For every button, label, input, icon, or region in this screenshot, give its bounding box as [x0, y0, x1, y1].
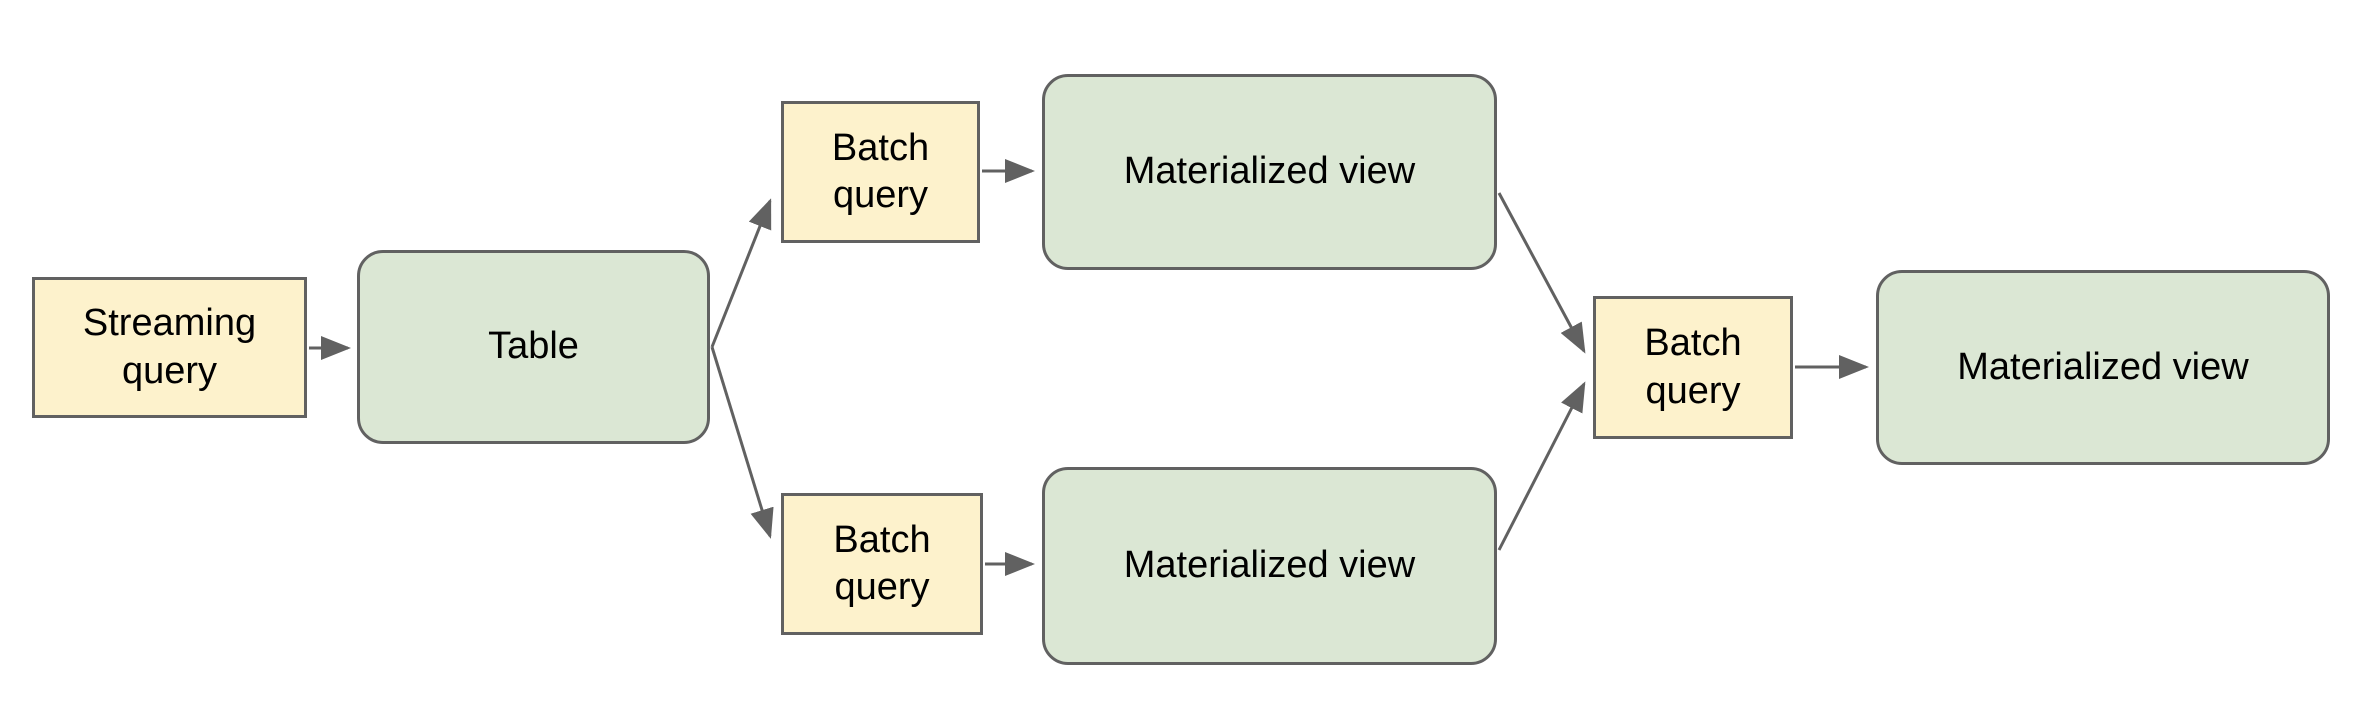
materialized-view-bottom-node: Materialized view [1042, 467, 1497, 665]
arrow-materialized-view-bottom-node-to-batch-query-right-node [1497, 381, 1586, 551]
node-label: Streaming query [82, 302, 257, 392]
node-label: Materialized view [1123, 150, 1416, 193]
arrow-table-node-to-batch-query-bottom-node [710, 346, 774, 539]
arrow-table-node-to-batch-query-top-node [710, 198, 772, 348]
node-label: Materialized view [1123, 544, 1416, 587]
node-label: Table [488, 325, 579, 368]
node-label: Batch query [833, 518, 931, 609]
node-label: Batch query [831, 126, 930, 217]
streaming-query-node: Streaming query [32, 277, 307, 418]
table-node: Table [357, 250, 710, 444]
materialized-view-top-node: Materialized view [1042, 74, 1497, 270]
node-label: Materialized view [1957, 345, 2249, 388]
materialized-view-right-node: Materialized view [1876, 270, 2330, 465]
batch-query-right-node: Batch query [1593, 296, 1793, 439]
batch-query-top-node: Batch query [781, 101, 980, 243]
batch-query-bottom-node: Batch query [781, 493, 983, 635]
arrow-materialized-view-top-node-to-batch-query-right-node [1497, 192, 1586, 354]
node-label: Batch query [1644, 322, 1742, 412]
